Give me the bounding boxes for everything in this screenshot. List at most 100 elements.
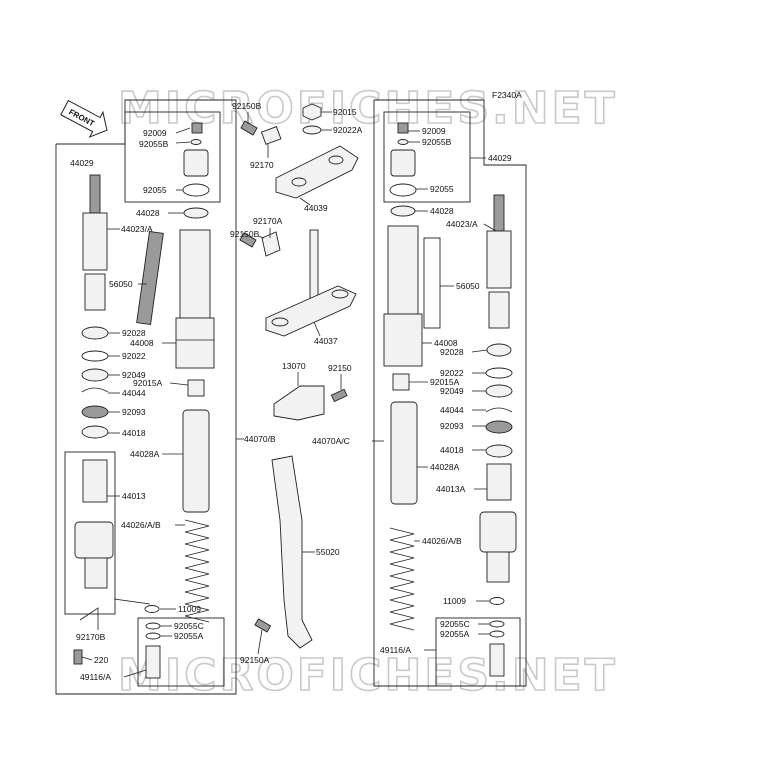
clamp-hole [328, 155, 344, 165]
label-92055-r: 92055 [430, 184, 454, 194]
upper-clamp-44039 [275, 145, 359, 199]
sticker-56050 [136, 230, 164, 326]
label-44028A-r: 44028A [430, 462, 460, 472]
oring-92055C [145, 622, 161, 630]
clamp-hole [291, 177, 307, 187]
bolt-92009 [191, 122, 203, 134]
bracket-92170A [261, 231, 281, 257]
front-arrow-icon: FRONT [60, 99, 108, 138]
axle-holder [74, 521, 114, 559]
center-assembly [239, 103, 359, 655]
label-92170: 92170 [250, 160, 274, 170]
label-44008-r: 44008 [434, 338, 458, 348]
label-44013: 44013 [122, 491, 146, 501]
leader [81, 656, 93, 661]
label-44044-r: 44044 [440, 405, 464, 415]
right-valve-box [435, 617, 521, 687]
label-92055B: 92055B [139, 139, 169, 149]
label-92022-r: 92022 [440, 368, 464, 378]
outer-tube-upper [179, 229, 211, 319]
axle-holder-lower-r [486, 551, 510, 583]
label-92150A: 92150A [240, 655, 270, 665]
valve-49116 [145, 645, 161, 679]
axle-holder-r [479, 511, 517, 553]
center-leaders [247, 111, 342, 655]
leader [175, 141, 191, 144]
label-92150B: 92150B [232, 101, 262, 111]
label-44026AB: 44026/A/B [121, 520, 161, 530]
left-outer-tube-box [64, 451, 116, 615]
label-49116A-r: 49116/A [380, 645, 411, 655]
label-56050-r: 56050 [456, 281, 480, 291]
figure-code: F2340A [492, 90, 522, 100]
oring-92055B-r [397, 139, 409, 145]
oring-11009-r [489, 597, 505, 605]
label-44008: 44008 [130, 338, 154, 348]
valve-49116-r [489, 643, 505, 677]
fork-cap-r [390, 149, 416, 177]
label-44028-r: 44028 [430, 206, 454, 216]
right-group-outline [373, 99, 527, 687]
bolt-92150B-lower [239, 232, 257, 248]
nut-92015 [302, 103, 322, 121]
label-56050: 56050 [109, 279, 133, 289]
bush-44018 [81, 425, 109, 439]
label-44023A-r: 44023/A [446, 219, 478, 229]
label-44026AB-r: 44026/A/B [422, 536, 462, 546]
label-92009-r: 92009 [422, 126, 446, 136]
outer-tube-44013 [82, 459, 108, 503]
leader [257, 629, 263, 655]
leader [123, 669, 147, 678]
label-44013A: 44013A [436, 484, 466, 494]
watermark-bottom: MICROFICHES.NET [118, 650, 618, 701]
label-92055B-r: 92055B [422, 137, 452, 147]
inner-tube-lower-r [488, 291, 510, 329]
clamp-92170 [260, 126, 282, 145]
label-44029: 44029 [70, 158, 94, 168]
label-11009-r: 11009 [443, 596, 466, 606]
label-44039: 44039 [304, 203, 328, 213]
clip-44044-r [485, 407, 513, 413]
right-labels: 92009 92055B 44029 92055 44028 44023/A 5… [312, 126, 512, 655]
leader [257, 235, 265, 239]
right-cap-box [383, 111, 471, 203]
oring-92055B [190, 139, 202, 145]
label-92055A-r: 92055A [440, 629, 470, 639]
right-fork-assembly [372, 99, 527, 687]
label-92022A: 92022A [333, 125, 363, 135]
leader [299, 197, 311, 206]
left-valve-box [137, 617, 225, 687]
leader [175, 127, 191, 134]
washer-92022A [302, 125, 322, 135]
washer-92022-r [485, 367, 513, 379]
label-44070AC: 44070A/C [312, 436, 350, 446]
bush-44018-r [485, 444, 513, 458]
label-220: 220 [94, 655, 108, 665]
label-92170B: 92170B [76, 632, 106, 642]
label-92055C: 92055C [174, 621, 204, 631]
label-92015A: 92015A [133, 378, 163, 388]
spring-44026-r [389, 527, 415, 631]
label-92028: 92028 [122, 328, 146, 338]
label-44023A: 44023/A [121, 224, 153, 234]
holder-13070 [273, 385, 325, 421]
sticker-56050-r [423, 237, 441, 329]
inner-tube-44023-r [486, 230, 512, 289]
outer-tube-44008 [175, 317, 215, 369]
seal-92049 [81, 368, 109, 382]
clamp-hole [271, 317, 289, 327]
lower-clamp-44037 [265, 285, 357, 337]
label-92093: 92093 [122, 407, 146, 417]
axle-holder-lower [84, 557, 108, 589]
nut-92015A [187, 379, 205, 397]
leader [313, 321, 321, 337]
left-fork-assembly [55, 99, 244, 695]
label-92028-r: 92028 [440, 347, 464, 357]
label-44044: 44044 [122, 388, 146, 398]
bolt-92150B [240, 120, 258, 136]
clamp-hole [331, 289, 349, 299]
oring-92055-r [389, 183, 417, 197]
inner-tube-lower [84, 273, 106, 311]
left-cap-box [124, 111, 221, 203]
